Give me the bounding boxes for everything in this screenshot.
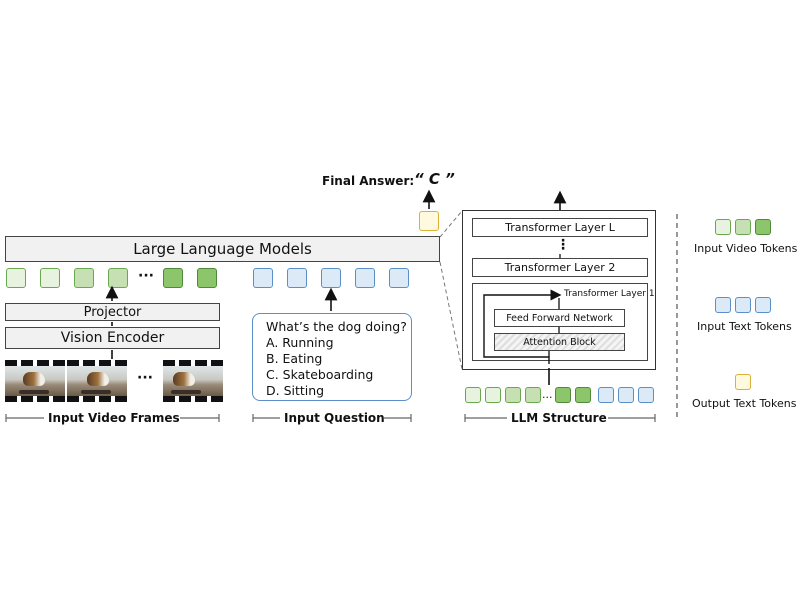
question-option: B. Eating (266, 351, 323, 366)
section-label-structure: LLM Structure (511, 411, 607, 425)
projector-box: Projector (5, 303, 220, 321)
ellipsis: ··· (138, 268, 154, 284)
question-box: What’s the dog doing? A. Running B. Eati… (252, 313, 412, 401)
ffn-box: Feed Forward Network (494, 309, 625, 327)
layer-dots: ⋮ (556, 237, 570, 253)
legend-video-token (755, 219, 771, 235)
text-token (287, 268, 307, 288)
video-token (6, 268, 26, 288)
frames-ellipsis: ··· (137, 370, 153, 386)
bracket-structure (464, 414, 656, 422)
legend-output-token (735, 374, 751, 390)
projector-label: Projector (83, 304, 142, 320)
section-label-question: Input Question (284, 411, 385, 425)
video-token (74, 268, 94, 288)
legend-video-token (735, 219, 751, 235)
video-token (163, 268, 183, 288)
residual-path (483, 289, 562, 364)
transformer-layer-1-label: Transformer Layer 1 (564, 289, 655, 299)
video-token (40, 268, 60, 288)
text-token (638, 387, 654, 403)
legend-output-label: Output Text Tokens (692, 397, 797, 410)
text-token (389, 268, 409, 288)
question-option: A. Running (266, 335, 334, 350)
question-option: C. Skateboarding (266, 367, 374, 382)
ffn-label: Feed Forward Network (506, 312, 613, 324)
final-answer-value: “ C ” (414, 170, 455, 188)
video-token (575, 387, 591, 403)
bracket-frames (5, 414, 220, 422)
structure-panel (462, 210, 656, 370)
transformer-layer-2-label: Transformer Layer 2 (504, 261, 616, 274)
structure-ellipsis: ... (542, 388, 553, 401)
zoom-line (439, 210, 463, 238)
vision-encoder-box: Vision Encoder (5, 327, 220, 349)
transformer-layer-L: Transformer Layer L (472, 218, 648, 237)
video-token (505, 387, 521, 403)
vision-encoder-label: Vision Encoder (60, 330, 165, 346)
llm-box: Large Language Models (5, 236, 440, 262)
legend-text-token (735, 297, 751, 313)
llm-box-label: Large Language Models (133, 240, 312, 258)
zoom-line (439, 261, 463, 370)
output-token (419, 211, 439, 231)
video-token (525, 387, 541, 403)
legend-text-token (755, 297, 771, 313)
video-token (555, 387, 571, 403)
video-token (197, 268, 217, 288)
text-token (618, 387, 634, 403)
final-answer-label: Final Answer: (322, 174, 415, 188)
legend-text-token (715, 297, 731, 313)
text-token (598, 387, 614, 403)
video-frame (5, 360, 65, 402)
video-token (485, 387, 501, 403)
transformer-layer-2: Transformer Layer 2 (472, 258, 648, 277)
legend-video-label: Input Video Tokens (694, 242, 798, 255)
legend-text-label: Input Text Tokens (697, 320, 792, 333)
bracket-question (252, 414, 412, 422)
video-token (465, 387, 481, 403)
legend-video-token (715, 219, 731, 235)
text-token (321, 268, 341, 288)
question-option: D. Sitting (266, 383, 325, 398)
question-prompt: What’s the dog doing? (266, 319, 407, 334)
attention-label: Attention Block (523, 336, 596, 348)
text-token (253, 268, 273, 288)
video-frame (67, 360, 127, 402)
transformer-layer-L-label: Transformer Layer L (505, 221, 615, 234)
video-frame (163, 360, 223, 402)
text-token (355, 268, 375, 288)
section-label-frames: Input Video Frames (48, 411, 180, 425)
attention-box: Attention Block (494, 333, 625, 351)
